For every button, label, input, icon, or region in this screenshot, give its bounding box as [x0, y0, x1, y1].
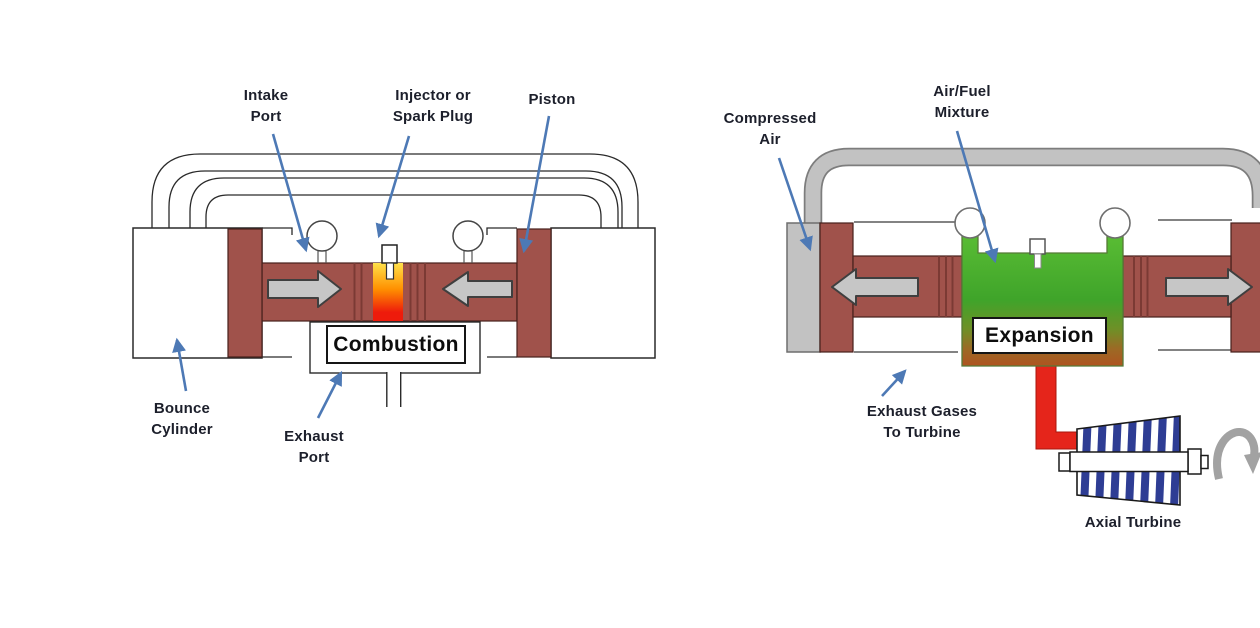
right-engine-expansion: [786, 147, 1260, 506]
label-air-fuel-mixture: Air/Fuel Mixture: [933, 83, 991, 121]
valve-left-icon: [306, 220, 338, 263]
axial-turbine-graphic: [1058, 415, 1260, 506]
label-intake-port: Intake Port: [243, 87, 289, 125]
exhaust-pipe-icon: [386, 372, 402, 407]
combustion-stage-box: Combustion: [326, 325, 466, 364]
annotation-arrow-air-fuel: [955, 130, 999, 264]
injector-icon: [381, 244, 398, 280]
piston-motion-arrow-left-icon: [442, 271, 513, 307]
injector-icon-right-engine: [1029, 238, 1046, 269]
piston-crown-left: [227, 228, 263, 358]
turbine-shaft-icon: [1058, 448, 1209, 475]
piston-crown-right: [516, 228, 552, 358]
label-exhaust-port: Exhaust Port: [284, 428, 344, 466]
pipe-outer-wall: [151, 153, 639, 228]
annotation-arrow-piston: [519, 115, 551, 254]
rotation-arrow-icon: [1213, 428, 1260, 480]
annotation-arrow-bounce-cylinder: [172, 337, 188, 392]
valve-right-icon: [452, 220, 484, 263]
label-injector-spark-plug: Injector or Spark Plug: [392, 87, 474, 125]
compressed-air-column: [786, 222, 821, 353]
expansion-stage-label: Expansion: [985, 323, 1094, 347]
bounce-cylinder-right: [550, 227, 656, 359]
pipe-outer-inner-wall: [168, 170, 623, 228]
transfer-pipes-icon: [151, 153, 639, 228]
piston-motion-arrow-right-icon: [267, 270, 342, 308]
combustion-stage-label: Combustion: [333, 332, 459, 356]
compressed-air-pipe-icon: [803, 147, 1260, 226]
annotation-arrow-compressed-air: [777, 157, 813, 252]
valve-right-icon-right-engine: [1099, 207, 1131, 239]
annotation-arrow-exhaust-port: [316, 370, 343, 419]
expansion-stage-box: Expansion: [972, 317, 1107, 354]
cylinder-housing-lines: [262, 227, 517, 358]
left-engine-combustion: [132, 153, 656, 407]
port-liner-lines: [353, 263, 426, 321]
exhaust-gas-pipe-icon: [1035, 359, 1078, 450]
annotation-arrow-injector: [375, 135, 411, 239]
piston-motion-arrow-outward-left-icon: [831, 268, 919, 306]
label-exhaust-gases-to-turbine: Exhaust Gases To Turbine: [866, 403, 978, 441]
label-piston: Piston: [528, 91, 576, 108]
annotation-arrows: [172, 115, 999, 419]
piston-motion-arrow-outward-right-icon: [1165, 268, 1253, 306]
port-liner-lines-right: [938, 256, 1149, 317]
label-axial-turbine: Axial Turbine: [1084, 514, 1182, 531]
label-compressed-air: Compressed Air: [723, 110, 817, 148]
annotation-arrow-exhaust-gases: [881, 369, 907, 397]
label-bounce-cylinder: Bounce Cylinder: [151, 400, 213, 438]
cylinder-housing-lines-right: [854, 219, 1232, 353]
pipe-inner-wall: [189, 177, 619, 228]
annotation-arrow-intake-port: [271, 133, 310, 253]
pipe-inner-inner-wall: [205, 194, 602, 228]
